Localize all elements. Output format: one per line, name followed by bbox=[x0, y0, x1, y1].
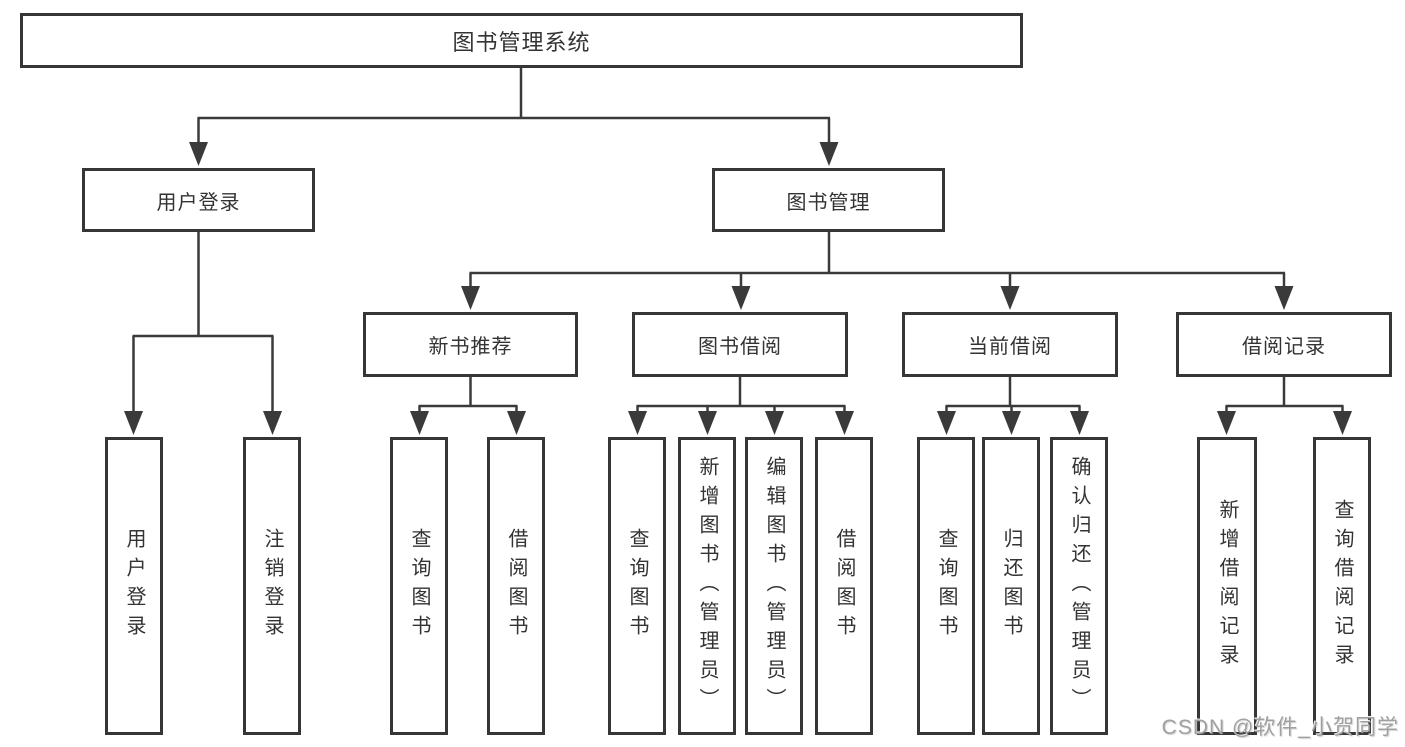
node-label: 图书借阅 bbox=[698, 336, 782, 358]
leaf-label: 借阅图书 bbox=[833, 528, 855, 644]
leaf-label: 查询图书 bbox=[626, 528, 648, 644]
node-label: 当前借阅 bbox=[968, 336, 1052, 358]
node-label: 图书管理系统 bbox=[452, 29, 591, 55]
leaf-label: 确认归还（管理员） bbox=[1068, 455, 1090, 717]
leaf-label: 编辑图书（管理员） bbox=[763, 455, 785, 717]
leaf-borrow-books-recommend: 借阅图书 bbox=[487, 437, 545, 735]
leaf-user-login: 用户登录 bbox=[105, 437, 163, 735]
leaf-query-books-current: 查询图书 bbox=[917, 437, 975, 735]
leaf-label: 注销登录 bbox=[261, 528, 283, 644]
leaf-add-books-admin: 新增图书（管理员） bbox=[678, 437, 736, 735]
leaf-label: 查询借阅记录 bbox=[1331, 499, 1353, 673]
leaf-edit-books-admin: 编辑图书（管理员） bbox=[745, 437, 803, 735]
leaf-query-books-borrowing: 查询图书 bbox=[608, 437, 666, 735]
node-current-borrowing: 当前借阅 bbox=[902, 312, 1118, 377]
node-book-borrowing: 图书借阅 bbox=[632, 312, 848, 377]
csdn-watermark: CSDN @软件_小贺同学 bbox=[1161, 716, 1399, 739]
node-library-management-system: 图书管理系统 bbox=[20, 13, 1023, 68]
node-label: 用户登录 bbox=[156, 191, 241, 214]
leaf-label: 新增借阅记录 bbox=[1216, 499, 1238, 673]
node-user-login: 用户登录 bbox=[82, 168, 315, 232]
leaf-query-books-recommend: 查询图书 bbox=[390, 437, 448, 735]
leaf-add-borrow-record: 新增借阅记录 bbox=[1197, 437, 1257, 735]
node-label: 新书推荐 bbox=[428, 336, 513, 358]
leaf-label: 借阅图书 bbox=[505, 528, 527, 644]
node-new-book-recommendation: 新书推荐 bbox=[363, 312, 578, 377]
leaf-label: 查询图书 bbox=[408, 528, 430, 644]
node-book-management: 图书管理 bbox=[712, 168, 945, 232]
node-label: 借阅记录 bbox=[1242, 336, 1326, 358]
node-label: 图书管理 bbox=[786, 191, 871, 214]
arrowheads bbox=[124, 142, 1352, 435]
leaf-query-borrow-record: 查询借阅记录 bbox=[1313, 437, 1371, 735]
leaf-label: 用户登录 bbox=[123, 528, 145, 644]
leaf-borrow-books-borrowing: 借阅图书 bbox=[815, 437, 873, 735]
leaf-return-books: 归还图书 bbox=[982, 437, 1040, 735]
leaf-label: 新增图书（管理员） bbox=[696, 455, 718, 717]
leaf-label: 查询图书 bbox=[935, 528, 957, 644]
leaf-label: 归还图书 bbox=[1000, 528, 1022, 644]
leaf-confirm-return-admin: 确认归还（管理员） bbox=[1050, 437, 1108, 735]
node-borrowing-records: 借阅记录 bbox=[1176, 312, 1392, 377]
leaf-logout: 注销登录 bbox=[243, 437, 301, 735]
